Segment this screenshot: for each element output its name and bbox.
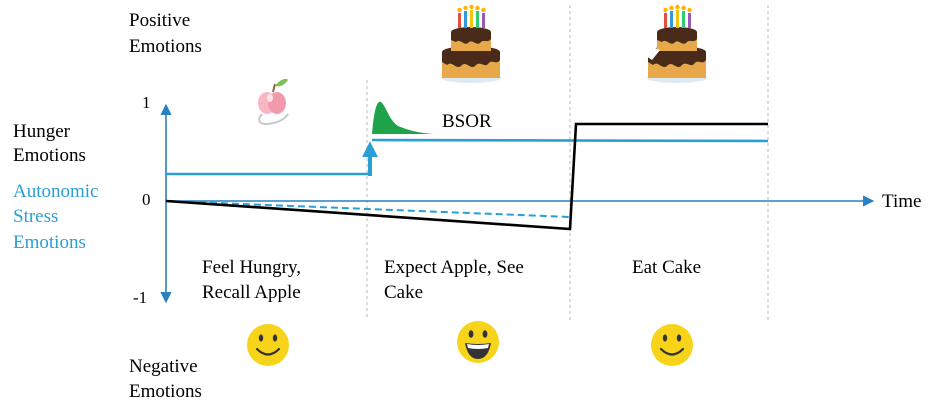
phase-caption-3-line1: Eat Cake	[632, 257, 701, 278]
hunger-line	[165, 122, 768, 231]
bsor-peak	[372, 101, 434, 134]
smiley-face-icon	[247, 324, 289, 366]
stress-emotions-label-line3: Emotions	[13, 232, 86, 253]
tick-label-0: 0	[142, 190, 151, 209]
phase-caption-1-line1: Feel Hungry,	[202, 257, 301, 278]
stress-line-elevated	[371, 138, 769, 143]
positive-emotions-label-line2: Emotions	[129, 36, 202, 57]
stress-emotions-label-line2: Stress	[13, 206, 58, 227]
phase-caption-2-line2: Cake	[384, 282, 423, 303]
hunger-emotions-label-line1: Hunger	[13, 121, 71, 142]
hunger-emotions-label-line2: Emotions	[13, 145, 86, 166]
stress-line-dashed	[165, 200, 571, 218]
bitten-cake-icon	[646, 4, 707, 83]
apple-icon	[258, 78, 289, 126]
negative-emotions-label-line2: Emotions	[129, 381, 202, 402]
phase-caption-1-line2: Recall Apple	[202, 282, 301, 303]
negative-emotions-label-line1: Negative	[129, 356, 198, 377]
stress-emotions-label-line1: Autonomic	[13, 181, 99, 202]
phase-caption-2-line1: Expect Apple, See	[384, 257, 524, 278]
tick-label-1: 1	[142, 93, 151, 112]
time-axis-label: Time	[882, 191, 921, 212]
smiley-face-icon	[651, 324, 693, 366]
bsor-label: BSOR	[442, 111, 492, 132]
tick-label-neg1: -1	[133, 288, 147, 307]
grinning-face-icon	[457, 321, 499, 363]
birthday-cake-icon	[441, 4, 501, 83]
positive-emotions-label-line1: Positive	[129, 10, 190, 31]
